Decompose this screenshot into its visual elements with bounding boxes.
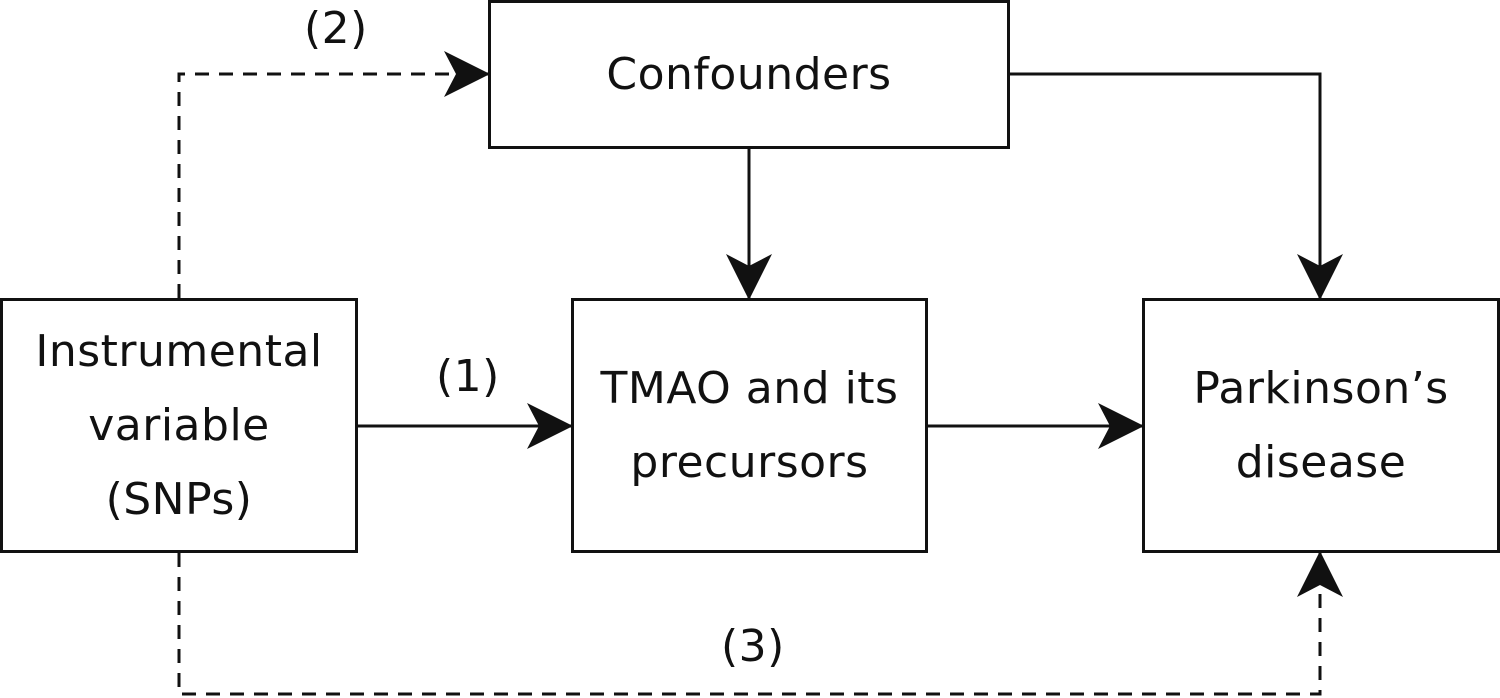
instrumental-variable-label: Instrumental variable (SNPs) [35,325,323,525]
parkinsons-disease-box: Parkinson’s disease [1142,298,1500,553]
confounders-label: Confounders [606,48,892,100]
edge-confounders-to-pd-arrow [1010,72,1343,300]
edge-iv-to-confounders-dashed-arrow [177,51,490,298]
path-3-label: (3) [721,621,785,672]
instrumental-variable-box: Instrumental variable (SNPs) [0,298,358,553]
tmao-box: TMAO and its precursors [571,298,928,553]
confounders-box: Confounders [488,0,1010,149]
path-1-label: (1) [436,351,500,402]
tmao-label: TMAO and its precursors [600,362,899,488]
parkinsons-disease-label: Parkinson’s disease [1193,362,1449,488]
path-2-label: (2) [304,3,368,54]
edge-iv-to-pd-dashed-arrow [177,551,1343,696]
